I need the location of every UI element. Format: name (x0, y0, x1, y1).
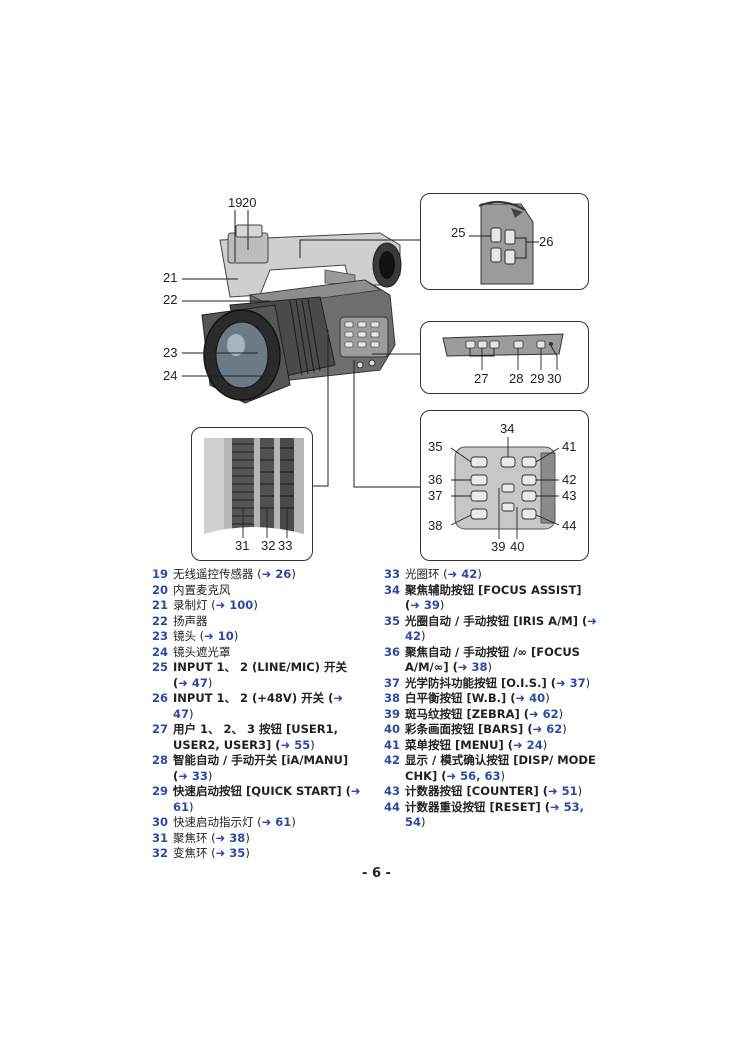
callout-26: 26 (539, 234, 554, 249)
page-number: - 6 - (362, 866, 391, 881)
callout-39: 39 (491, 539, 506, 554)
callout-25: 25 (451, 225, 466, 240)
callout-41: 41 (562, 439, 577, 454)
callout-40: 40 (510, 539, 525, 554)
panel-function-buttons: 34 35 41 36 42 37 43 38 44 39 40 (420, 410, 589, 561)
callout-38: 38 (428, 518, 443, 533)
callout-31: 31 (235, 538, 250, 553)
callout-23: 23 (163, 345, 178, 360)
callout-43: 43 (562, 488, 577, 503)
user-buttons-illustration (442, 333, 564, 370)
lens-rings-illustration (204, 438, 304, 538)
callout-30: 30 (547, 371, 562, 386)
callout-36: 36 (428, 472, 443, 487)
callout-37: 37 (428, 488, 443, 503)
callout-20: 20 (242, 195, 257, 210)
callout-42: 42 (562, 472, 577, 487)
callout-33: 33 (278, 538, 293, 553)
callout-44: 44 (562, 518, 577, 533)
callout-21: 21 (163, 270, 178, 285)
callout-34: 34 (500, 421, 515, 436)
callout-24: 24 (163, 368, 178, 383)
callout-28: 28 (509, 371, 524, 386)
panel-user-buttons: 27 28 29 30 (420, 321, 589, 394)
callout-19: 19 (228, 195, 243, 210)
callout-29: 29 (530, 371, 545, 386)
camera-illustration (201, 224, 402, 404)
callout-22: 22 (163, 292, 178, 307)
callout-35: 35 (428, 439, 443, 454)
function-buttons-illustration (450, 437, 560, 539)
panel-lens-rings: 31 32 33 (191, 427, 313, 561)
callout-32: 32 (261, 538, 276, 553)
input-switches-illustration (469, 200, 539, 285)
callout-27: 27 (474, 371, 489, 386)
panel-input-switches: 25 26 (420, 193, 589, 290)
